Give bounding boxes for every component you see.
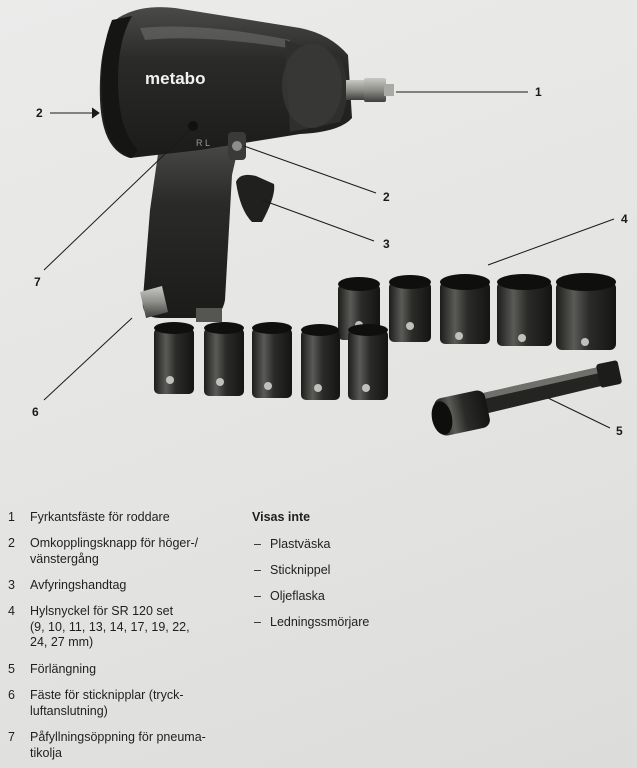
not-shown-item: –Ledningssmörjare: [254, 615, 370, 629]
callout-1: 1: [535, 85, 542, 99]
legend-text: Fäste för sticknipplar (tryck- luftanslu…: [30, 688, 184, 718]
callout-4: 4: [621, 212, 628, 226]
legend-text: Påfyllningsöppning för pneuma- tikolja: [30, 730, 206, 760]
not-shown-item-label: Ledningssmörjare: [270, 615, 370, 629]
not-shown-item-label: Plastväska: [270, 537, 331, 551]
legend-text: Omkopplingsknapp för höger-/ vänstergång: [30, 536, 199, 566]
not-shown-item: –Sticknippel: [254, 563, 331, 577]
leader-lines: [43, 91, 615, 429]
callout-7: 7: [34, 275, 41, 289]
socket: [252, 322, 292, 398]
socket-front-row: [154, 322, 388, 400]
socket: [440, 274, 490, 344]
legend-number: 3: [8, 578, 15, 592]
tool-illustration: metabo R L: [43, 7, 622, 436]
legend-text: Hylsnyckel för SR 120 set (9, 10, 11, 13…: [30, 604, 190, 649]
legend-text: Avfyringshandtag: [30, 578, 127, 592]
not-shown-heading: Visas inte: [252, 510, 311, 524]
callout-6: 6: [32, 405, 39, 419]
legend-text: Fyrkantsfäste för roddare: [30, 510, 170, 524]
not-shown-item: –Oljeflaska: [254, 589, 325, 603]
callout-5: 5: [616, 424, 623, 438]
socket: [348, 324, 388, 400]
callout-3: 3: [383, 237, 390, 251]
legend-number: 5: [8, 662, 15, 676]
socket: [497, 274, 552, 346]
not-shown-item-label: Oljeflaska: [270, 589, 325, 603]
legend-number: 1: [8, 510, 15, 524]
legend-number: 4: [8, 604, 15, 618]
callout-2-switch-left: 2: [36, 106, 43, 120]
socket: [301, 324, 340, 400]
legend-number: 2: [8, 536, 15, 550]
legend-text: Förlängning: [30, 662, 97, 676]
extension-bar: [431, 360, 622, 436]
socket: [154, 322, 194, 394]
socket: [556, 273, 616, 350]
socket-back-row: [338, 273, 616, 350]
not-shown-item: –Plastväska: [254, 537, 331, 551]
direction-marking: R L: [196, 138, 210, 148]
legend-number: 6: [8, 688, 15, 702]
socket: [389, 275, 431, 342]
impact-wrench: metabo R L: [99, 7, 394, 322]
callout-2: 2: [383, 190, 390, 204]
not-shown-item-label: Sticknippel: [270, 563, 331, 577]
brand-logo: metabo: [145, 69, 205, 88]
socket: [204, 322, 244, 396]
legend-number: 7: [8, 730, 15, 744]
